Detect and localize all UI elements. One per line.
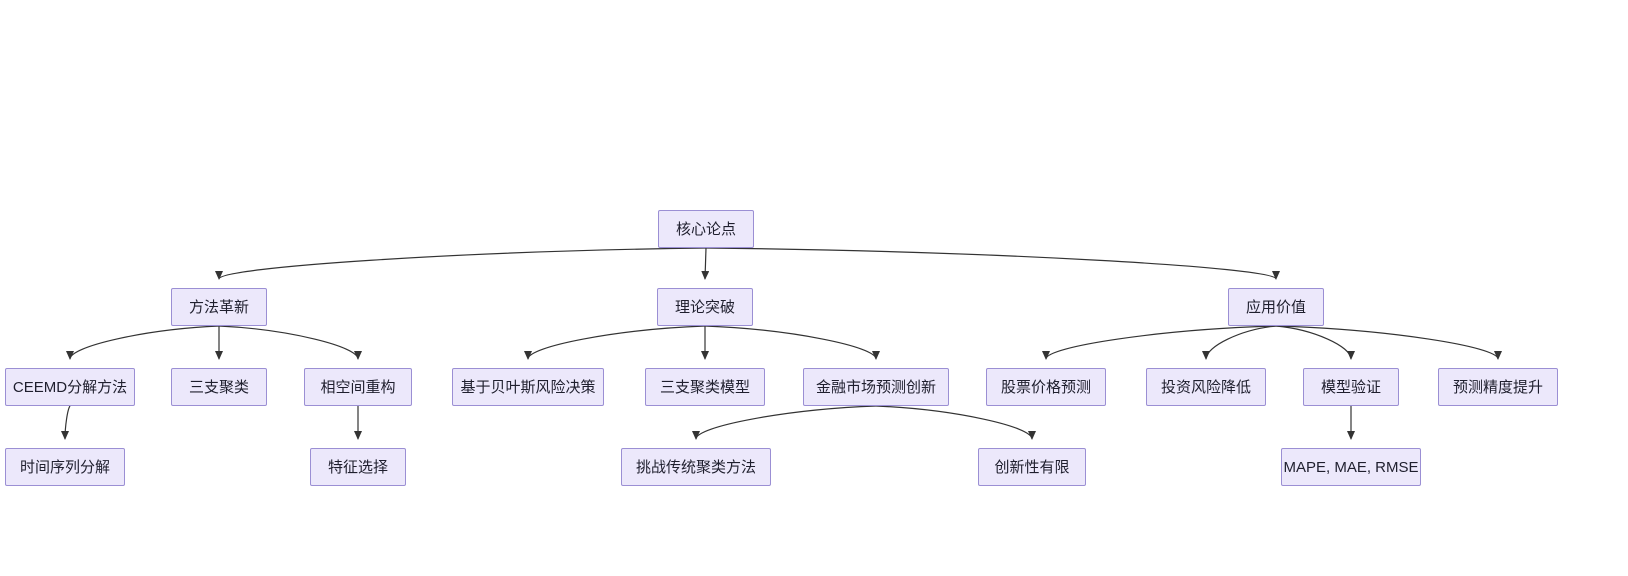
flow-node-l2g[interactable]: 股票价格预测 [986, 368, 1106, 406]
edge-group [61, 247, 1502, 440]
flow-node-l2a[interactable]: CEEMD分解方法 [5, 368, 135, 406]
flow-node-label: 核心论点 [675, 220, 736, 238]
flow-node-label: 投资风险降低 [1160, 378, 1251, 396]
flow-node-label: 相空间重构 [320, 378, 396, 396]
flow-edge-l1b-to-l2f [704, 325, 880, 360]
flow-node-label: 三支聚类模型 [659, 378, 750, 396]
flow-edge-l2a-to-l3a [61, 405, 71, 440]
flow-edge-root-to-l1a [215, 247, 707, 280]
flow-edge-l1a-to-l2c [218, 325, 362, 360]
flow-edge-l1b-to-l2d [524, 325, 706, 360]
flow-edge-l1c-to-l2i [1275, 325, 1355, 360]
flow-node-l1a[interactable]: 方法革新 [171, 288, 267, 326]
flow-node-l3a[interactable]: 时间序列分解 [5, 448, 125, 486]
flow-node-l2i[interactable]: 模型验证 [1303, 368, 1399, 406]
flow-node-label: 特征选择 [327, 458, 388, 476]
flow-node-l2c[interactable]: 相空间重构 [304, 368, 412, 406]
flow-node-label: 应用价值 [1245, 298, 1306, 316]
flow-node-l2j[interactable]: 预测精度提升 [1438, 368, 1558, 406]
flow-node-l2e[interactable]: 三支聚类模型 [645, 368, 765, 406]
flow-node-l3e[interactable]: MAPE, MAE, RMSE [1281, 448, 1421, 486]
flow-edge-l1a-to-l2a [66, 325, 220, 360]
flow-node-l2f[interactable]: 金融市场预测创新 [803, 368, 949, 406]
flow-node-l2d[interactable]: 基于贝叶斯风险决策 [452, 368, 604, 406]
flow-node-l2b[interactable]: 三支聚类 [171, 368, 267, 406]
flow-edge-l2f-to-l3d [875, 405, 1036, 440]
flow-edge-l1c-to-l2g [1042, 325, 1277, 360]
flow-node-label: 挑战传统聚类方法 [635, 458, 756, 476]
flow-node-l3b[interactable]: 特征选择 [310, 448, 406, 486]
flow-node-l1c[interactable]: 应用价值 [1228, 288, 1324, 326]
flow-edge-l1c-to-l2j [1275, 325, 1502, 360]
flow-node-label: 模型验证 [1320, 378, 1381, 396]
flow-node-label: 理论突破 [674, 298, 735, 316]
flow-node-label: 股票价格预测 [1000, 378, 1091, 396]
flow-edge-root-to-l1c [705, 247, 1280, 280]
flow-node-label: MAPE, MAE, RMSE [1283, 458, 1419, 476]
flow-node-label: 创新性有限 [994, 458, 1070, 476]
flow-node-label: 基于贝叶斯风险决策 [460, 378, 596, 396]
flow-node-label: 三支聚类 [188, 378, 249, 396]
flow-edge-l2f-to-l3c [692, 405, 877, 440]
flow-edge-l1c-to-l2h [1202, 325, 1277, 360]
flow-node-l2h[interactable]: 投资风险降低 [1146, 368, 1266, 406]
flow-node-label: 金融市场预测创新 [816, 378, 937, 396]
flow-edge-root-to-l1b [701, 247, 710, 280]
flow-node-l3d[interactable]: 创新性有限 [978, 448, 1086, 486]
flow-node-root[interactable]: 核心论点 [658, 210, 754, 248]
flow-node-label: 时间序列分解 [19, 458, 110, 476]
flow-node-l3c[interactable]: 挑战传统聚类方法 [621, 448, 771, 486]
flow-node-label: CEEMD分解方法 [12, 378, 128, 396]
flow-node-label: 预测精度提升 [1452, 378, 1543, 396]
flow-node-l1b[interactable]: 理论突破 [657, 288, 753, 326]
flow-node-label: 方法革新 [188, 298, 249, 316]
